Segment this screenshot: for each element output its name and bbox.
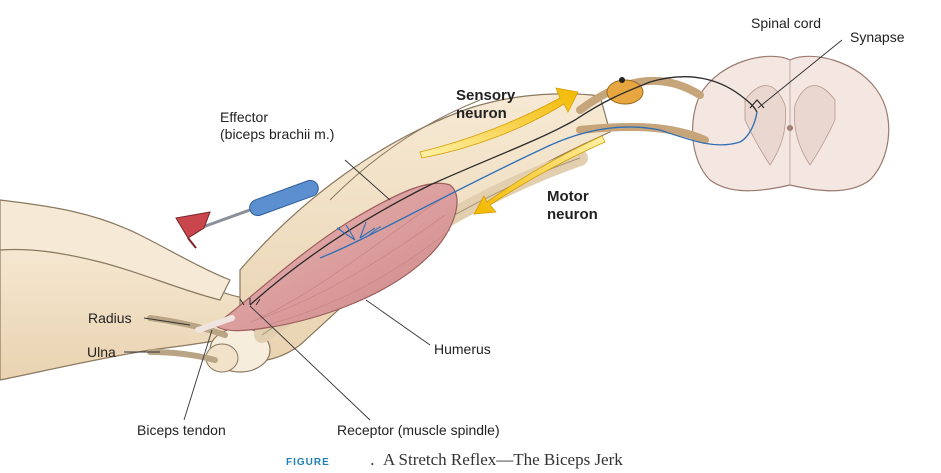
label-humerus: Humerus [434,341,491,357]
reflex-hammer [175,179,319,249]
sensory-direction-arrow [419,87,579,159]
label-biceps-tendon: Biceps tendon [137,422,226,438]
dorsal-root [576,76,704,114]
label-sensory-neuron: Sensory neuron [456,87,516,122]
figure-caption: FIGURE . A Stretch Reflex—The Biceps Jer… [286,450,623,470]
caption-title: A Stretch Reflex—The Biceps Jerk [382,450,623,469]
muscle-fibers [249,199,451,325]
label-effector-detail: (biceps brachii m.) [220,126,335,142]
radius-bone [147,315,228,338]
label-motor-neuron: Motor neuron [547,188,598,223]
muscle-spindle-receptor [239,298,261,306]
sensory-neuron-path [249,76,758,306]
caption-figure-word: FIGURE [286,457,330,468]
hand-and-wrist [0,199,231,301]
label-ulna: Ulna [87,344,116,360]
biceps-muscle [214,182,458,332]
leader-lines [124,39,843,421]
label-receptor: Receptor (muscle spindle) [337,422,500,438]
motor-direction-arrow [473,135,606,215]
spinal-cord [691,55,890,192]
motor-end-plates [336,221,382,241]
label-radius: Radius [88,310,132,326]
shoulder-outline [329,99,481,201]
label-spinal-cord: Spinal cord [751,15,822,31]
caption-separator: . [370,450,375,469]
biceps-tendon [195,315,235,333]
sensory-cell-body [619,77,625,83]
label-synapse: Synapse [850,29,905,45]
label-effector: Effector [220,109,268,125]
